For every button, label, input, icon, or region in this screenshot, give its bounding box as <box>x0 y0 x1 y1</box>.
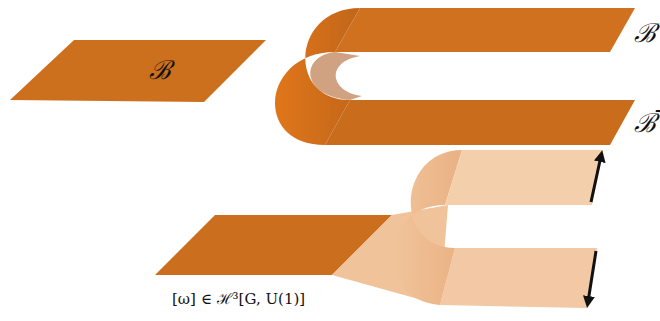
upper-sheet <box>335 8 635 52</box>
sheet-label: ℬ <box>149 55 171 86</box>
light-curl <box>392 150 462 305</box>
fold-inner <box>310 52 362 100</box>
joined-sheet <box>155 150 603 308</box>
lower-light-sheet <box>440 248 597 308</box>
sheet-shape <box>10 38 270 104</box>
sheet: ℬ <box>10 38 270 104</box>
sheet-surface <box>10 40 266 102</box>
lower-sheet <box>325 100 635 145</box>
upper-light-sheet <box>445 150 603 205</box>
orientation-arrow <box>591 156 601 202</box>
folded-sheet <box>275 8 635 145</box>
orientation-arrow <box>588 251 596 302</box>
boundary-label: ℬ̅ <box>634 108 656 139</box>
boundary-label: ℬ <box>634 18 656 49</box>
cohomology-class: [ω] ∈ ℋ³[G, U(1)] <box>172 290 305 308</box>
